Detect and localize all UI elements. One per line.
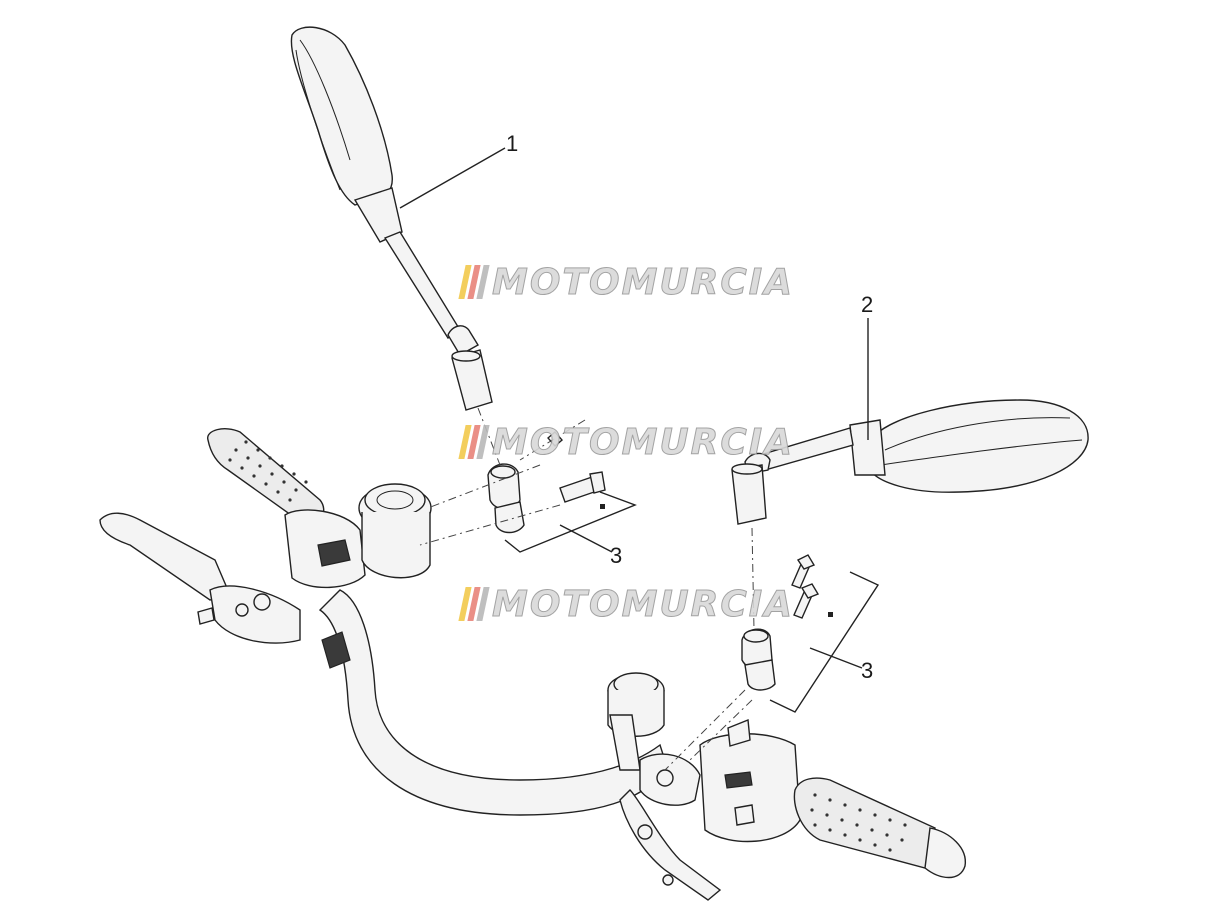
right-mirror-icon — [731, 399, 1089, 525]
callout-1: 1 — [506, 131, 519, 156]
callout-3-right: 3 — [861, 658, 874, 683]
leader-lines — [399, 147, 880, 713]
left-master-cylinder-icon — [284, 483, 432, 589]
callout-3-left: 3 — [610, 543, 623, 568]
right-clamp-kit-icon — [741, 554, 833, 691]
left-mirror-icon — [290, 26, 493, 411]
left-clamp-kit-icon — [487, 431, 606, 534]
clutch-lever-icon — [99, 512, 351, 669]
callout-2: 2 — [861, 292, 874, 317]
left-grip-icon — [207, 428, 325, 527]
right-switch-housing-icon — [699, 719, 801, 843]
handlebar-icon — [99, 428, 966, 901]
right-master-cylinder-icon — [607, 672, 722, 901]
alignment-lines — [419, 407, 755, 771]
right-grip-icon — [793, 777, 966, 879]
